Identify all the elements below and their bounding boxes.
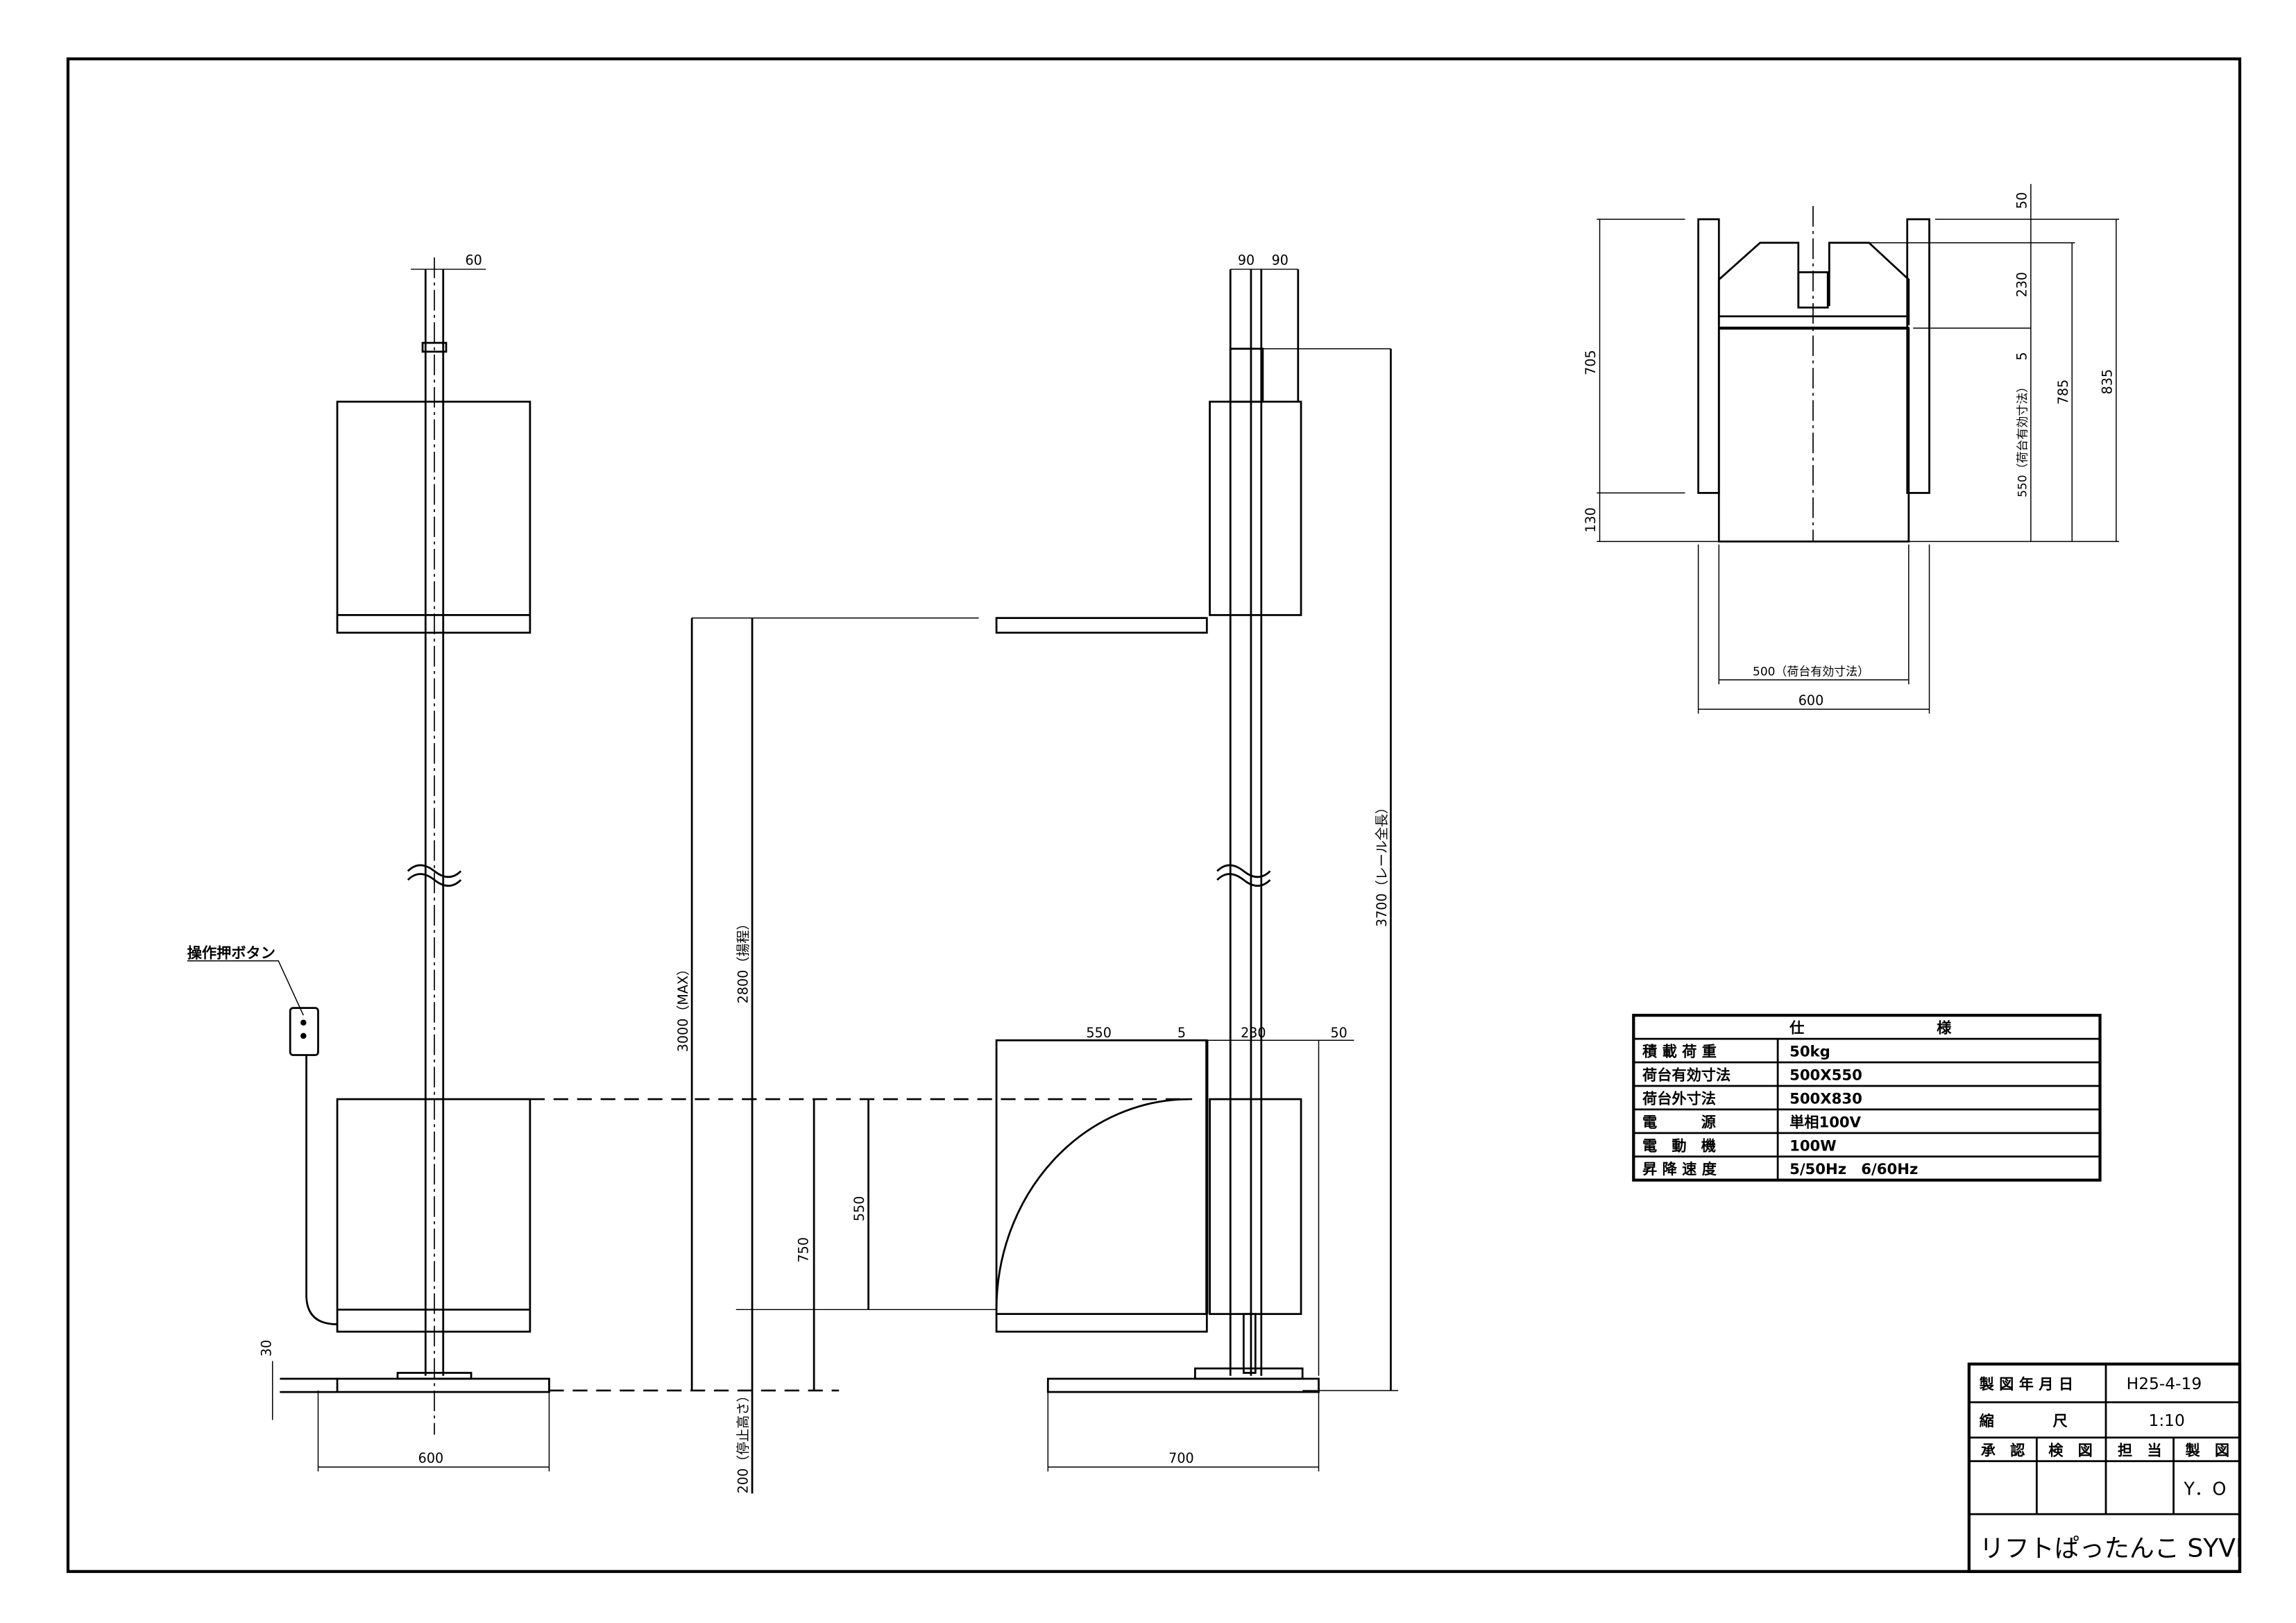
dim-plan-705: 705: [1583, 350, 1599, 375]
base-plate-side: [1046, 1377, 1320, 1393]
base-plate: [336, 1377, 550, 1393]
dim-rail-b: 90: [1272, 253, 1289, 269]
drafted-label: 製 図: [2185, 1441, 2230, 1459]
spec-label: 電 動 機: [1642, 1137, 1716, 1154]
spec-label: 荷台有効寸法: [1642, 1067, 1730, 1084]
dim-base-depth: 700: [1168, 1451, 1193, 1466]
platform-plan: [1717, 327, 1910, 543]
dim-side-230: 230: [1241, 1026, 1266, 1041]
dim-plan-600: 600: [1798, 693, 1823, 708]
dim-pole-width: 60: [466, 253, 482, 269]
dim-plan-230: 230: [2014, 272, 2030, 297]
drafter-initials: Y．O: [2183, 1479, 2226, 1499]
dim-side-5: 5: [1177, 1026, 1186, 1041]
spec-header-left: 仕: [1789, 1019, 1804, 1037]
dim-stop-height: 200（停止高さ）: [736, 1388, 751, 1493]
upper-carriage: [336, 400, 532, 634]
spec-value: 5/50Hz 6/60Hz: [1789, 1160, 1918, 1178]
side-view: 90 90 3700（レール全長） 550 5 230 50 700: [995, 253, 1398, 1472]
dim-side-50: 50: [1330, 1026, 1347, 1041]
title-block: 製 図 年 月 日 H25-4-19 縮 尺 1:10 承 認 検 図 担 当 …: [1967, 1362, 2243, 1573]
dim-max-height: 3000（MAX）: [676, 962, 691, 1052]
dim-side-550: 550: [1086, 1026, 1111, 1041]
dim-plan-50: 50: [2014, 192, 2030, 209]
plan-view: 50 230 5 550（荷台有効寸法） 785 835 705 130 500…: [1583, 184, 2120, 714]
dim-plan-785: 785: [2056, 380, 2071, 405]
date-value: H25-4-19: [2127, 1375, 2202, 1393]
sheet-border: [66, 57, 2242, 1573]
dim-750: 750: [797, 1237, 812, 1262]
charge-label: 担 当: [2118, 1441, 2162, 1459]
spec-label: 電 源: [1642, 1113, 1717, 1130]
dim-plan-550: 550（荷台有効寸法）: [2015, 381, 2029, 498]
spec-value: 単相100V: [1789, 1113, 1862, 1130]
dim-plan-835: 835: [2100, 369, 2115, 394]
date-label: 製 図 年 月 日: [1979, 1375, 2073, 1393]
platform-folded: [995, 1039, 1208, 1333]
dim-plan-500: 500（荷台有効寸法）: [1753, 664, 1869, 678]
spec-table: 仕 様 積 載 荷 重 50kg 荷台有効寸法 500X550 荷台外寸法 50…: [1632, 1014, 2102, 1182]
dim-rail-a: 90: [1238, 253, 1255, 269]
spec-label: 昇 降 速 度: [1642, 1160, 1717, 1178]
dim-rail-length: 3700（レール全長）: [1375, 801, 1390, 927]
front-view: 60 600 30 操作押ボタン: [187, 253, 550, 1472]
spec-label: 荷台外寸法: [1642, 1089, 1716, 1107]
approve-label: 承 認: [1981, 1441, 2025, 1459]
scale-value: 1:10: [2148, 1411, 2184, 1430]
spec-value: 500X830: [1789, 1089, 1862, 1107]
button-label: 操作押ボタン: [187, 944, 275, 961]
dim-lift: 2800（揚程）: [736, 917, 751, 1003]
dim-base-width: 600: [418, 1451, 443, 1466]
spec-value: 500X550: [1789, 1067, 1862, 1084]
scale-label: 縮 尺: [1980, 1412, 2068, 1429]
dim-550: 550: [852, 1196, 867, 1221]
operation-button: 操作押ボタン: [187, 944, 338, 1325]
spec-label: 積 載 荷 重: [1642, 1043, 1717, 1060]
dim-plan-130: 130: [1583, 507, 1599, 532]
spec-value: 50kg: [1789, 1043, 1830, 1060]
spec-value: 100W: [1789, 1137, 1837, 1154]
height-dimensions: 3000（MAX） 2800（揚程） 200（停止高さ） 750 550: [529, 617, 1193, 1494]
upper-carriage-side: [1209, 400, 1302, 616]
product-name: リフトぱったんこ SYVI: [1980, 1535, 2243, 1563]
dim-plan-5: 5: [2014, 352, 2030, 360]
dim-base-height: 30: [260, 1340, 275, 1357]
lower-carriage: [336, 1098, 532, 1333]
spec-header-right: 様: [1937, 1019, 1952, 1037]
check-label: 検 図: [2048, 1441, 2093, 1459]
